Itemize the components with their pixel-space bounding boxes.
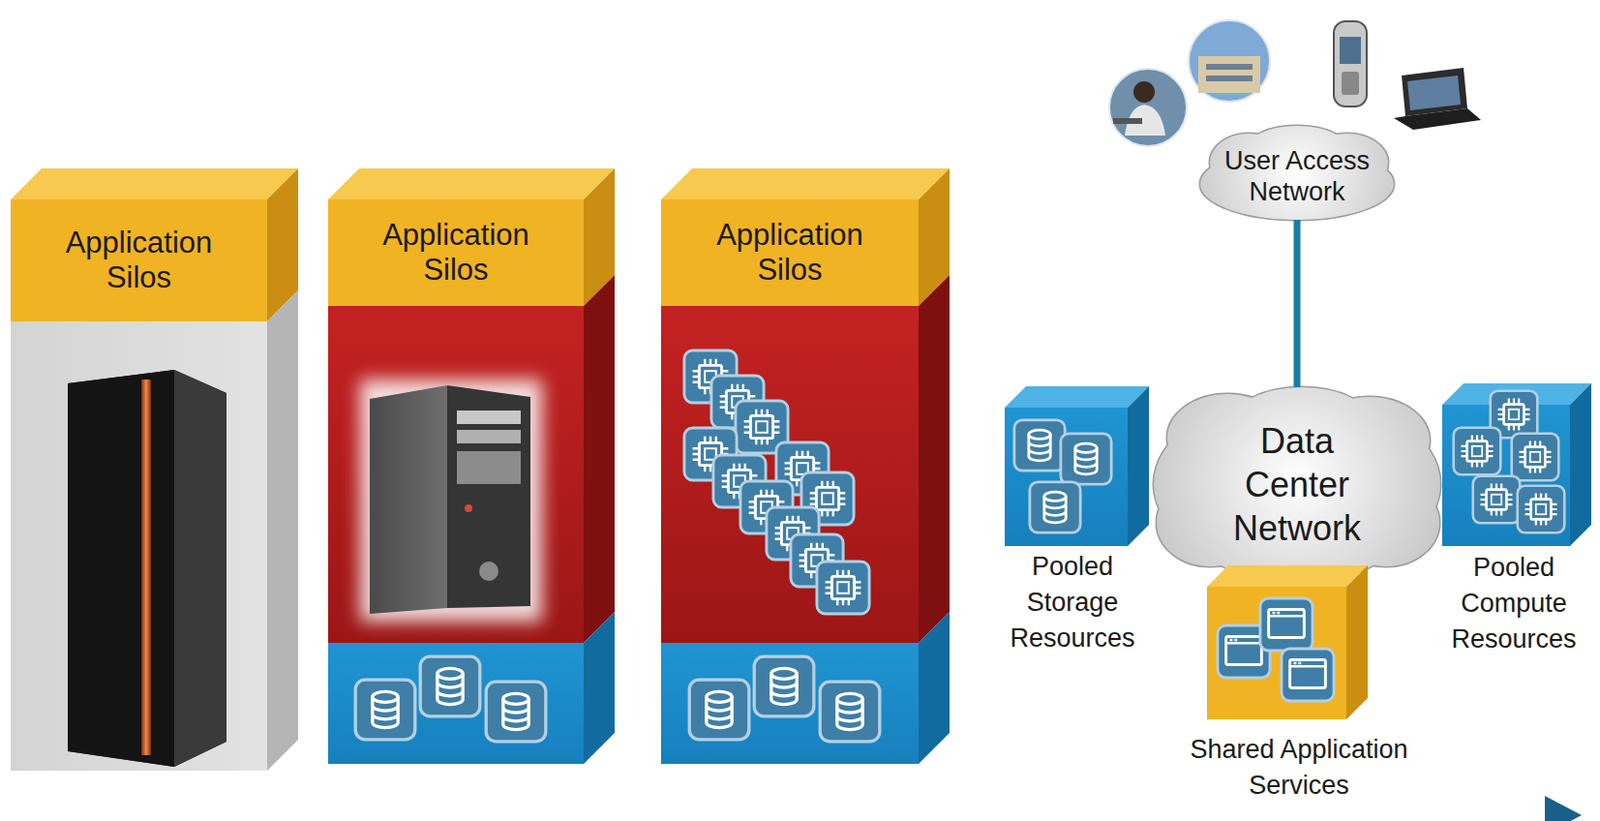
side-face xyxy=(918,611,950,764)
chip-icon xyxy=(1511,433,1560,482)
mainframe-front xyxy=(67,369,175,767)
database-icon xyxy=(754,656,815,717)
mainframe-side xyxy=(174,369,227,767)
database-icon xyxy=(819,681,880,742)
mainframe-stripe xyxy=(141,379,151,755)
window-icon xyxy=(1260,598,1313,651)
application-cube xyxy=(1207,565,1368,720)
user-desk xyxy=(1113,118,1143,124)
silo-stack xyxy=(10,168,299,771)
database-icon xyxy=(689,679,750,740)
node-label: Application Silos xyxy=(363,217,548,288)
database-icon xyxy=(355,679,416,740)
database-icon xyxy=(485,681,546,742)
side-face xyxy=(1569,383,1592,546)
user-head xyxy=(1133,81,1155,103)
side-face xyxy=(1127,386,1149,546)
laptop-base xyxy=(1393,108,1481,130)
tower-server-illustration xyxy=(360,379,543,622)
database-icon xyxy=(1029,482,1081,533)
storage-face xyxy=(328,642,584,764)
side-face xyxy=(583,611,615,764)
storage-face xyxy=(661,642,919,764)
database-icon xyxy=(1014,420,1065,471)
node-label: Pooled Compute Resources xyxy=(1446,549,1582,658)
building-photo xyxy=(1188,20,1270,102)
drive-bay xyxy=(456,410,521,424)
tower-front xyxy=(447,385,531,608)
building-windows xyxy=(1206,75,1253,82)
phone-screen xyxy=(1339,36,1361,64)
tower-badge xyxy=(479,561,499,581)
chip-icon xyxy=(1473,476,1521,524)
top-face xyxy=(10,168,299,200)
power-led xyxy=(464,504,473,513)
front-face xyxy=(1207,586,1347,720)
resource-cube: Shared Application Services xyxy=(1153,565,1445,804)
database-icon xyxy=(420,656,481,717)
node-label: Application Silos xyxy=(697,217,882,288)
mainframe-illustration xyxy=(67,369,227,767)
side-face xyxy=(918,274,950,643)
phone-body xyxy=(1333,21,1367,107)
server-face xyxy=(328,305,584,643)
building-body xyxy=(1198,56,1261,93)
top-face xyxy=(328,168,615,200)
chip-icon xyxy=(1517,485,1566,534)
building-windows xyxy=(1206,63,1253,70)
server-glow xyxy=(360,379,543,622)
node-label: Application Silos xyxy=(47,225,232,296)
front-face xyxy=(661,199,919,306)
database-icon xyxy=(1060,433,1112,484)
drive-bay xyxy=(456,451,521,484)
application-silo-box: Application Silos xyxy=(661,199,919,306)
cloud-shape xyxy=(1200,125,1394,220)
silo-stack xyxy=(661,168,950,764)
application-silo-box: Application Silos xyxy=(10,199,268,322)
window-icon xyxy=(1281,648,1334,701)
side-face xyxy=(267,290,299,771)
network-cloud: User Access Network xyxy=(1200,132,1394,220)
cloud-shape xyxy=(1153,387,1441,581)
next-arrow xyxy=(1544,795,1582,821)
side-face xyxy=(1346,565,1368,720)
phone-keys xyxy=(1341,71,1359,95)
front-face xyxy=(10,199,268,322)
front-face xyxy=(1004,407,1128,546)
laptop-display xyxy=(1407,75,1461,111)
side-face xyxy=(583,274,615,643)
storage-cube xyxy=(1004,386,1149,546)
laptop-screen xyxy=(1401,67,1468,117)
silo-stack xyxy=(328,168,615,764)
drive-bay xyxy=(456,429,521,444)
compute-cube xyxy=(1442,383,1592,546)
resource-cube: Pooled Storage Resources xyxy=(980,386,1165,657)
tower-side xyxy=(369,385,448,614)
connector-line xyxy=(1294,219,1301,388)
mainframe-body xyxy=(67,369,227,767)
top-face xyxy=(661,168,950,200)
top-face xyxy=(1207,565,1368,587)
top-face xyxy=(1004,386,1149,408)
chip-icon xyxy=(816,561,870,614)
user-photo xyxy=(1109,68,1187,147)
node-label: User Access Network xyxy=(1217,145,1378,208)
server-face xyxy=(10,321,268,771)
node-label: Pooled Storage Resources xyxy=(1004,548,1141,657)
node-label: Shared Application Services xyxy=(1173,731,1425,804)
application-silo-box: Application Silos xyxy=(328,199,584,306)
chip-icon xyxy=(1453,427,1502,476)
front-face xyxy=(328,199,584,306)
server-face xyxy=(661,305,919,643)
resource-cube: Pooled Compute Resources xyxy=(1430,383,1598,658)
network-cloud: Data Center Network xyxy=(1153,387,1441,581)
node-label: Data Center Network xyxy=(1214,419,1380,550)
